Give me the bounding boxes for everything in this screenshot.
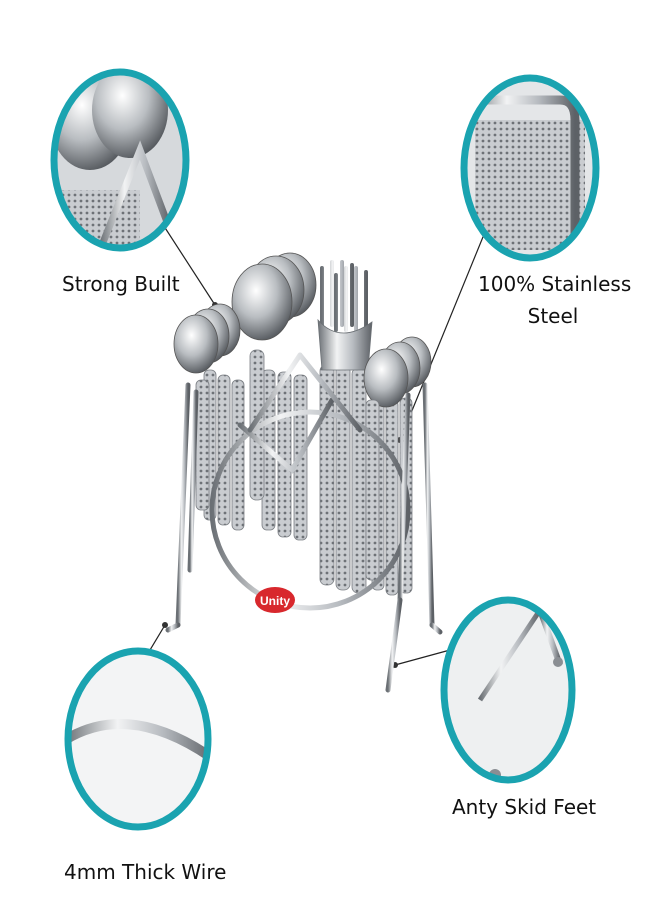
cutlery-stand: Unity [165,252,443,693]
brand-badge: Unity [255,587,295,613]
callout-skid-feet-image [440,596,576,784]
brand-badge-text: Unity [260,594,290,608]
callout-stainless-steel-image [460,74,600,262]
label-skid-feet: Anty Skid Feet [452,795,597,819]
callout-thick-wire-image [64,647,212,831]
label-strong-built: Strong Built [62,272,180,296]
label-stainless-steel: 100% Stainless Steel [478,268,632,332]
label-thick-wire: 4mm Thick Wire [64,860,227,884]
label-stainless-line1: 100% Stainless [478,272,632,296]
callout-strong-built-image [50,68,190,252]
label-stainless-line2: Steel [527,304,579,328]
